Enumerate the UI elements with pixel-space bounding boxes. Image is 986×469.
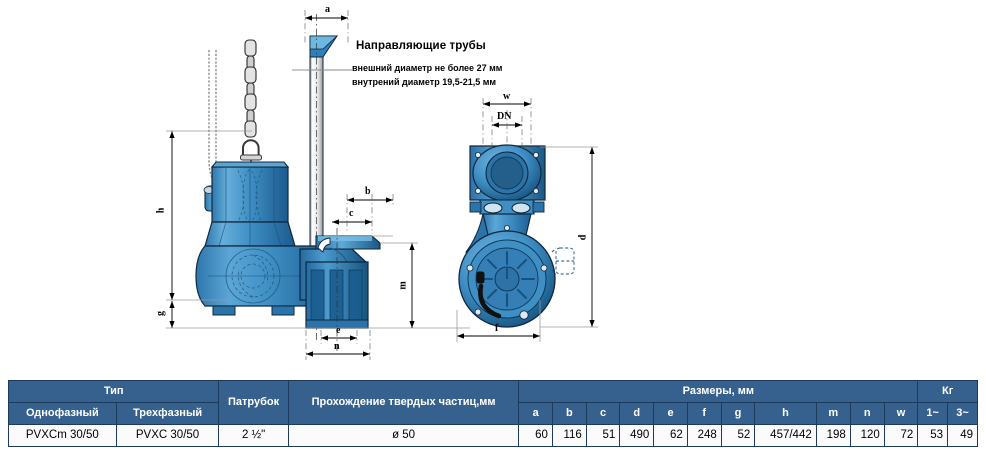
cell-dim-f: 248 (686, 424, 722, 447)
dimension-label-g: g (155, 311, 166, 316)
cell-weight-3ph: 49 (947, 424, 978, 447)
cell-dim-c: 51 (585, 424, 621, 447)
header-dimensions: Размеры, мм (518, 380, 919, 403)
header-type-three: Трехфазный (115, 402, 220, 425)
pump-volute-side (195, 245, 331, 316)
dimension-label-c: c (349, 208, 354, 219)
header-dim-f: f (686, 402, 722, 425)
dimension-label-d: d (577, 234, 589, 241)
dimension-a (304, 10, 349, 44)
header-dim-g: g (720, 402, 756, 425)
cell-dim-g: 52 (720, 424, 756, 447)
dimension-label-w: w (503, 91, 511, 102)
cell-dim-w: 72 (883, 424, 919, 447)
header-dim-d: d (619, 402, 655, 425)
cell-passage: ø 50 (287, 424, 520, 447)
cell-type-three: PVXC 30/50 (115, 424, 220, 447)
specification-table: Тип Патрубок Прохождение твердых частиц,… (7, 380, 978, 447)
cell-dim-h: 457/442 (754, 424, 817, 447)
motor-housing (204, 161, 296, 247)
header-weight-3ph: 3~ (947, 402, 978, 425)
header-dim-n: n (849, 402, 885, 425)
table-header-row-subs: Однофазный Трехфазный a b c d e f g h m … (8, 402, 978, 425)
cell-dim-e: 62 (653, 424, 688, 447)
cell-dim-b: 116 (551, 424, 587, 447)
table-row: PVXCm 30/50 PVXC 30/50 2 ½" ø 50 60 116 … (8, 424, 978, 447)
dimension-f (457, 333, 540, 339)
header-passage: Прохождение твердых частиц,мм (287, 380, 520, 425)
dimension-e (321, 335, 357, 341)
guide-pipe-annotation-title: Направляющие трубы (356, 40, 486, 52)
dimension-g (169, 301, 175, 328)
dimension-label-h: h (155, 207, 167, 214)
lifting-chain (240, 39, 262, 167)
header-patrubok: Патрубок (218, 380, 289, 425)
cell-type-single: PVXCm 30/50 (8, 424, 117, 447)
guide-pipe-inner-diameter-note: внутрений диаметр 19,5-21,5 мм (352, 77, 497, 87)
header-weight: Кг (917, 380, 978, 403)
pump-front-view (458, 144, 575, 328)
header-dim-e: e (653, 402, 688, 425)
dimension-label-e: e (336, 325, 341, 336)
dimension-w (483, 101, 531, 107)
discharge-base (299, 228, 381, 352)
header-dim-a: a (518, 402, 553, 425)
dimension-n (306, 351, 370, 357)
dimension-d (589, 147, 595, 327)
header-type: Тип (7, 380, 220, 403)
guide-pipe-outer-diameter-note: внешний диаметр не более 27 мм (352, 63, 503, 73)
dimension-label-f: f (495, 323, 499, 334)
dimension-m (409, 243, 415, 328)
header-dim-w: w (883, 402, 919, 425)
header-dim-h: h (754, 402, 817, 425)
cell-dim-m: 198 (815, 424, 851, 447)
dimension-label-n: n (334, 341, 340, 352)
dimension-c (332, 219, 372, 225)
dimension-label-dn: DN (497, 111, 512, 122)
table-header-row-groups: Тип Патрубок Прохождение твердых частиц,… (7, 380, 978, 425)
header-type-single: Однофазный (8, 402, 117, 425)
cell-dim-n: 120 (849, 424, 885, 447)
header-dim-c: c (585, 402, 621, 425)
dimension-label-a: a (325, 4, 330, 15)
header-dim-b: b (551, 402, 587, 425)
header-weight-1ph: 1~ (917, 402, 949, 425)
cell-patrubok: 2 ½" (218, 424, 289, 447)
technical-drawing (166, 10, 598, 360)
header-dim-m: m (815, 402, 851, 425)
dimension-b (347, 197, 393, 203)
cell-weight-1ph: 53 (917, 424, 949, 447)
dimension-label-m: m (397, 281, 409, 290)
cell-dim-a: 60 (518, 424, 553, 447)
cell-dim-d: 490 (619, 424, 655, 447)
dimension-label-b: b (365, 186, 371, 197)
dimension-h (169, 131, 175, 300)
